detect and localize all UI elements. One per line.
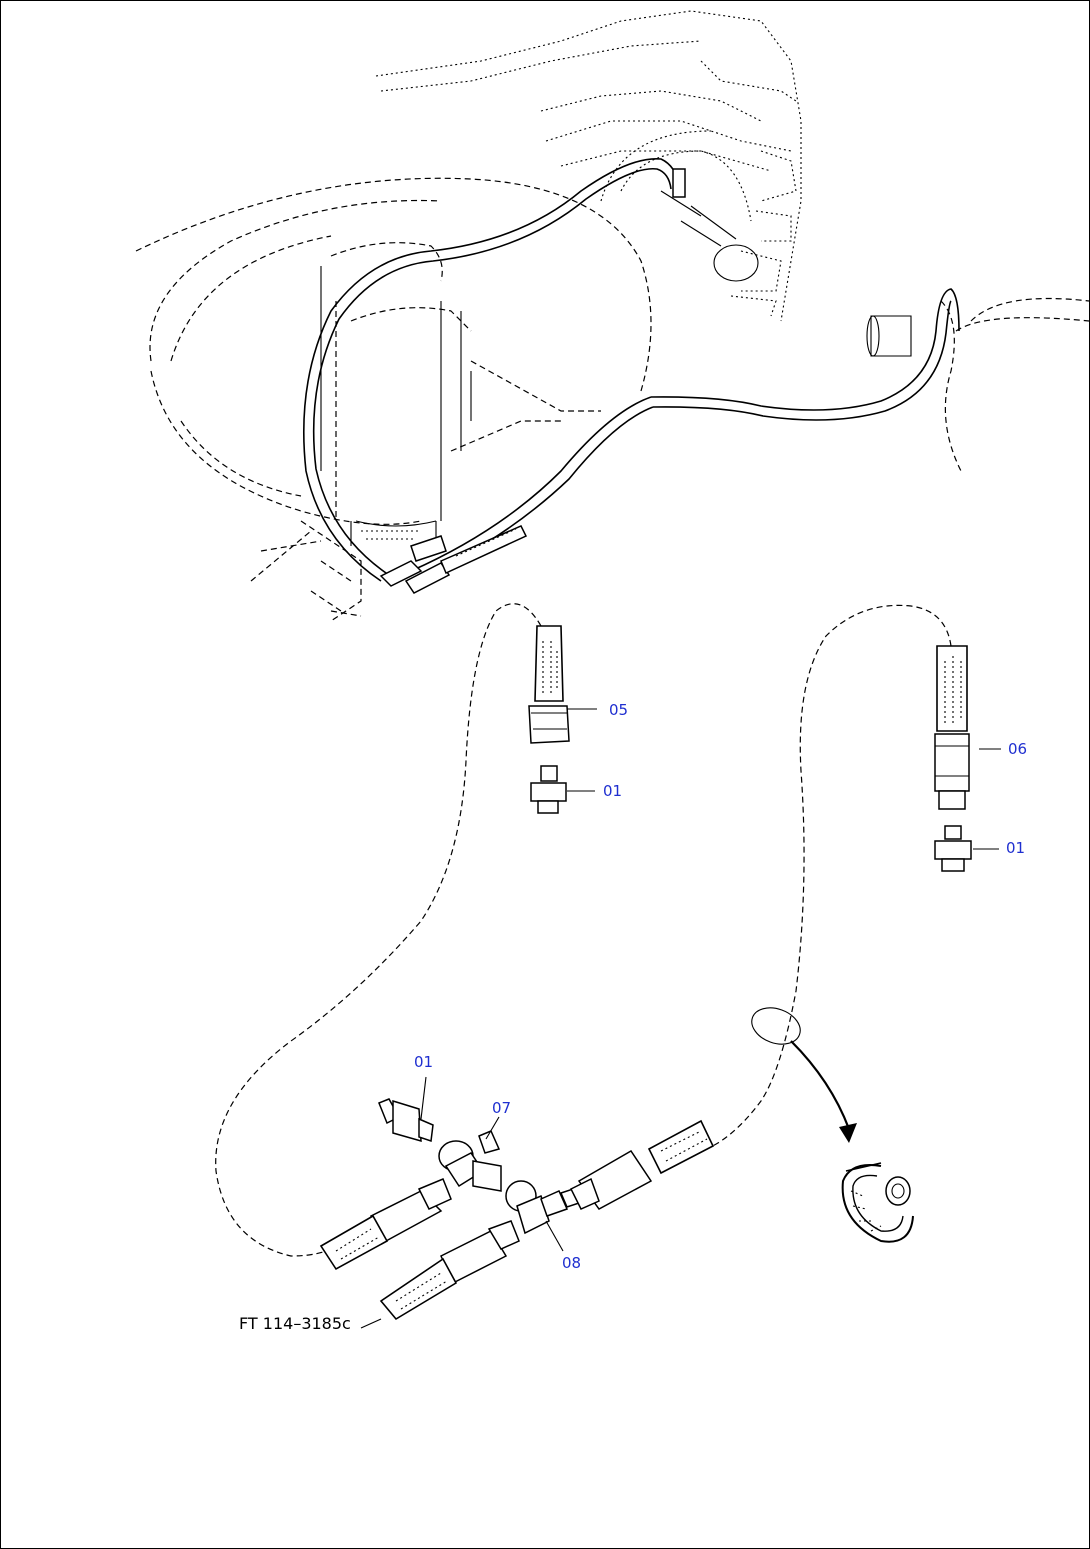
callout-05: 05 <box>609 701 628 719</box>
right-hose-assembly <box>700 604 1001 1243</box>
callout-07: 07 <box>492 1099 511 1117</box>
callout-08: 08 <box>562 1254 581 1272</box>
hose-clamp-icon <box>841 1162 914 1243</box>
upper-hose-route <box>302 157 960 594</box>
machine-frame-sketch <box>135 10 1089 622</box>
callout-01-b: 01 <box>1006 839 1025 857</box>
callout-06: 06 <box>1008 740 1027 758</box>
callout-01-c: 01 <box>414 1053 433 1071</box>
left-hose-assembly <box>215 603 597 1257</box>
figure-reference: FT 114–3185c <box>239 1314 351 1333</box>
tee-fitting-assembly <box>319 1076 715 1329</box>
callout-01-a: 01 <box>603 782 622 800</box>
